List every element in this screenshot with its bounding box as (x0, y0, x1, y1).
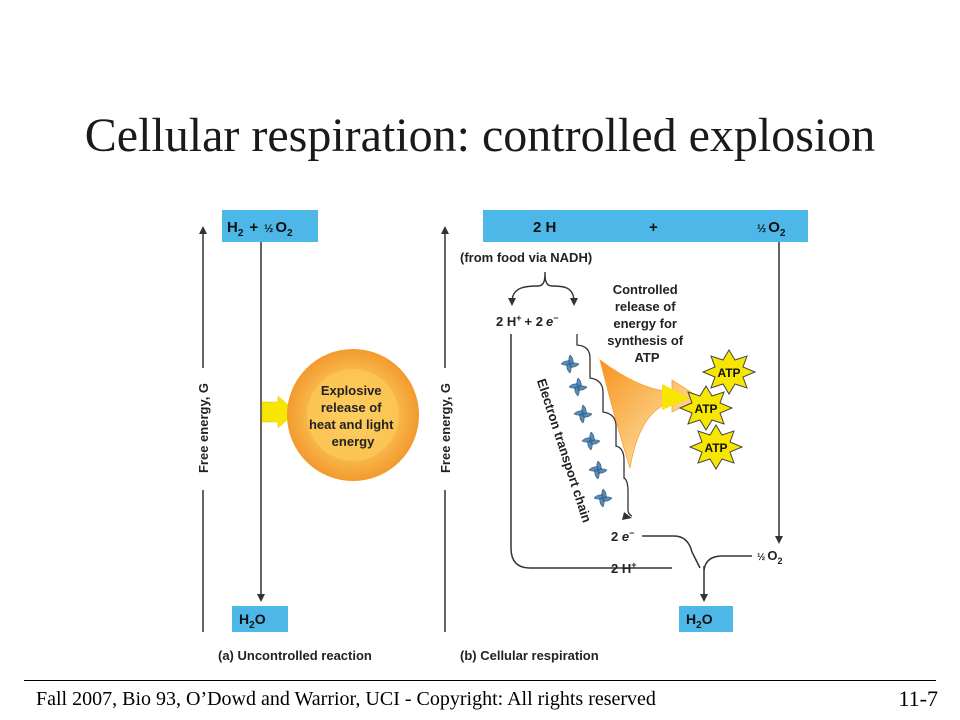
atp-burst: ATP (688, 424, 744, 470)
product-label-a: H2O (239, 611, 266, 631)
controlled-release-text: Controlled release of energy for synthes… (607, 282, 686, 365)
protons-bottom: 2 H+ (611, 560, 637, 576)
slide-footer: Fall 2007, Bio 93, O’Dowd and Warrior, U… (36, 688, 656, 710)
slide-title: Cellular respiration: controlled explosi… (84, 109, 876, 162)
etc-carrier-icon (588, 460, 608, 480)
svg-text:ATP: ATP (704, 441, 727, 455)
svg-text:ATP: ATP (717, 366, 740, 380)
etc-carrier-icons (560, 354, 613, 508)
etc-label: Electron transport chain (534, 377, 595, 525)
footer-divider (24, 680, 936, 681)
svg-text:Explosive release of: Explosive release of heat and light ener… (309, 383, 397, 449)
free-energy-axis-label-a: Free energy, G (196, 383, 211, 473)
energy-release-cone (599, 359, 701, 469)
etc-carrier-icon (560, 354, 580, 374)
product-box-a (232, 606, 288, 632)
caption-a: (a) Uncontrolled reaction (218, 648, 372, 663)
etc-carrier-icon (568, 377, 588, 397)
reactant-box-b (483, 210, 808, 242)
free-energy-axis-label-b: Free energy, G (438, 383, 453, 473)
electron-staircase (576, 334, 633, 517)
etc-carrier-icon (581, 431, 601, 451)
etc-carrier-icon (573, 404, 593, 424)
product-label-b: H2O (686, 611, 713, 631)
atp-burst: ATP (701, 349, 757, 395)
reactant-2h: 2 H (533, 219, 556, 236)
atp-burst: ATP (678, 385, 734, 431)
explosion-burst: Explosive release of heat and light ener… (287, 349, 419, 481)
etc-carrier-icon (593, 488, 613, 508)
reactant-plus: + (649, 219, 658, 236)
reactant-box-a (222, 210, 318, 242)
svg-text:ATP: ATP (694, 402, 717, 416)
page-number: 11-7 (898, 686, 938, 711)
product-box-b (679, 606, 733, 632)
source-note: (from food via NADH) (460, 250, 592, 265)
caption-b: (b) Cellular respiration (460, 648, 599, 663)
electrons-bottom: 2 e− (611, 528, 634, 544)
